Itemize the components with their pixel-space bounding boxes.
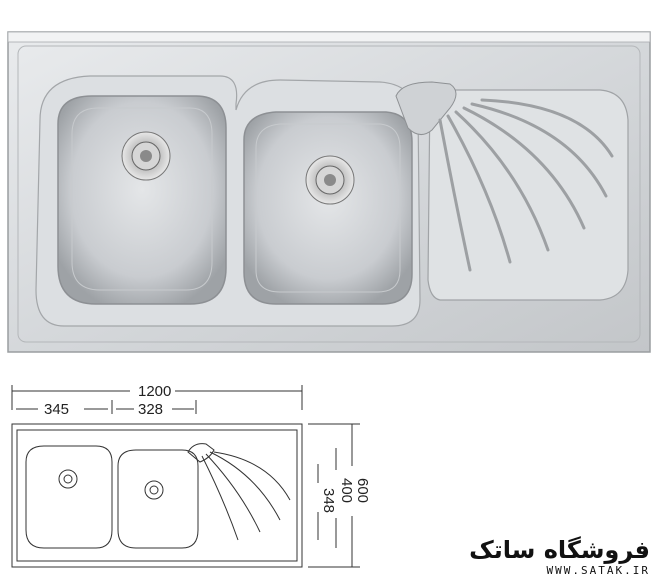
dim-bowl-right: 328 <box>138 401 163 418</box>
sink-photo <box>7 31 651 353</box>
store-url: WWW.SATAK.IR <box>546 564 650 577</box>
drainboard <box>427 89 629 301</box>
store-name: فروشگاه ساتک <box>469 536 650 564</box>
dim-depth-total: 600 <box>354 478 371 503</box>
right-drain <box>305 155 355 205</box>
dim-depth-inner: 400 <box>338 478 355 503</box>
dim-depth-bowl: 348 <box>320 488 337 513</box>
left-drain <box>121 131 171 181</box>
left-bowl <box>57 95 227 305</box>
right-bowl <box>243 111 413 305</box>
dim-bowl-left: 345 <box>44 401 69 418</box>
dim-total-width: 1200 <box>138 383 171 400</box>
